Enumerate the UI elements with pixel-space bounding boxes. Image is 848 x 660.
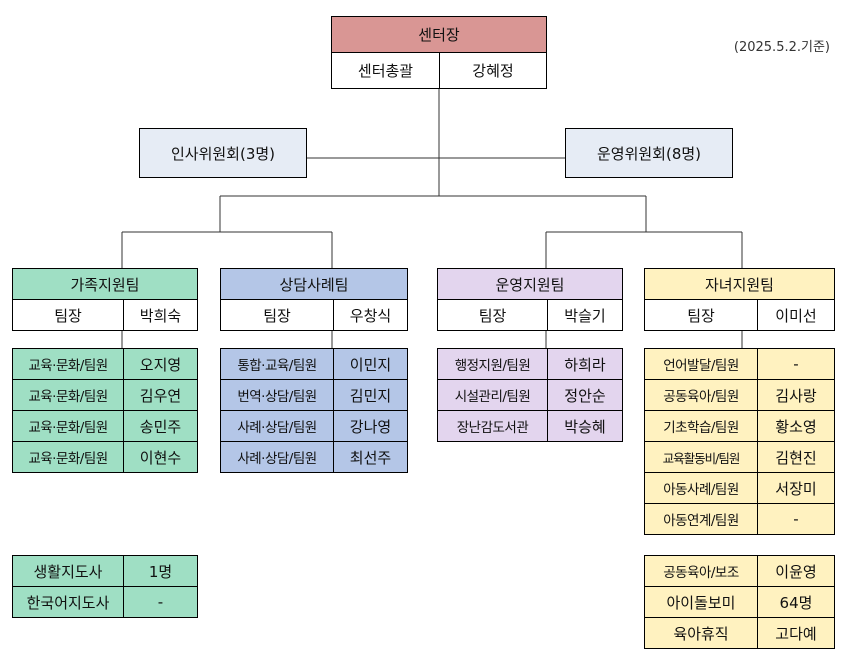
child-member-role: 아동연계/팀원 [644, 503, 758, 535]
family-member-role: 교육·문화/팀원 [12, 379, 124, 411]
family-extra-role: 생활지도사 [12, 555, 124, 587]
child-member-role: 교육활동비/팀원 [644, 441, 758, 473]
operation-leader-role: 팀장 [437, 299, 548, 331]
child-extra-name: 고다예 [757, 617, 835, 649]
family-leader-role: 팀장 [12, 299, 124, 331]
family-member-name: 이현수 [123, 441, 198, 473]
operation-team-name: 운영지원팀 [437, 268, 623, 300]
family-member-name: 송민주 [123, 410, 198, 442]
operation-member-name: 하희라 [547, 348, 623, 380]
counsel-member-role: 번역·상담/팀원 [220, 379, 334, 411]
child-extra-name: 이윤영 [757, 555, 835, 587]
child-extra-role: 아이돌보미 [644, 586, 758, 618]
counsel-member-name: 강나영 [333, 410, 408, 442]
child-member-name: 김사랑 [757, 379, 835, 411]
counsel-leader-role: 팀장 [220, 299, 334, 331]
child-leader-role: 팀장 [644, 299, 758, 331]
operation-member-name: 박승혜 [547, 410, 623, 442]
child-leader-name: 이미선 [757, 299, 835, 331]
family-member-name: 김우연 [123, 379, 198, 411]
hr-committee-box: 인사위원회(3명) [139, 128, 307, 178]
child-member-name: - [757, 503, 835, 535]
child-extra-name: 64명 [757, 586, 835, 618]
counsel-member-role: 사례·상담/팀원 [220, 441, 334, 473]
family-leader-name: 박희숙 [123, 299, 198, 331]
director-name: 강혜정 [439, 52, 547, 89]
child-member-role: 아동사례/팀원 [644, 472, 758, 504]
operation-member-role: 행정지원/팀원 [437, 348, 548, 380]
family-member-role: 교육·문화/팀원 [12, 410, 124, 442]
child-extra-role: 육아휴직 [644, 617, 758, 649]
operation-leader-name: 박슬기 [547, 299, 623, 331]
child-member-name: 서장미 [757, 472, 835, 504]
child-member-name: 황소영 [757, 410, 835, 442]
counsel-member-name: 이민지 [333, 348, 408, 380]
operation-member-role: 장난감도서관 [437, 410, 548, 442]
counsel-team-name: 상담사례팀 [220, 268, 408, 300]
family-extra-name: - [123, 586, 198, 618]
director-role: 센터총괄 [331, 52, 440, 89]
counsel-leader-name: 우창식 [333, 299, 408, 331]
family-member-role: 교육·문화/팀원 [12, 348, 124, 380]
family-extra-name: 1명 [123, 555, 198, 587]
child-member-name: - [757, 348, 835, 380]
child-member-role: 기초학습/팀원 [644, 410, 758, 442]
family-team-name: 가족지원팀 [12, 268, 198, 300]
director-title: 센터장 [331, 16, 547, 53]
child-team-name: 자녀지원팀 [644, 268, 835, 300]
child-member-role: 공동육아/팀원 [644, 379, 758, 411]
family-extra-role: 한국어지도사 [12, 586, 124, 618]
date-note: (2025.5.2.기준) [733, 40, 830, 55]
operation-member-name: 정안순 [547, 379, 623, 411]
child-extra-role: 공동육아/보조 [644, 555, 758, 587]
counsel-member-name: 김민지 [333, 379, 408, 411]
ops-committee-box: 운영위원회(8명) [565, 128, 733, 178]
counsel-member-name: 최선주 [333, 441, 408, 473]
counsel-member-role: 사례·상담/팀원 [220, 410, 334, 442]
operation-member-role: 시설관리/팀원 [437, 379, 548, 411]
counsel-member-role: 통합·교육/팀원 [220, 348, 334, 380]
child-member-role: 언어발달/팀원 [644, 348, 758, 380]
child-member-name: 김현진 [757, 441, 835, 473]
family-member-name: 오지영 [123, 348, 198, 380]
family-member-role: 교육·문화/팀원 [12, 441, 124, 473]
